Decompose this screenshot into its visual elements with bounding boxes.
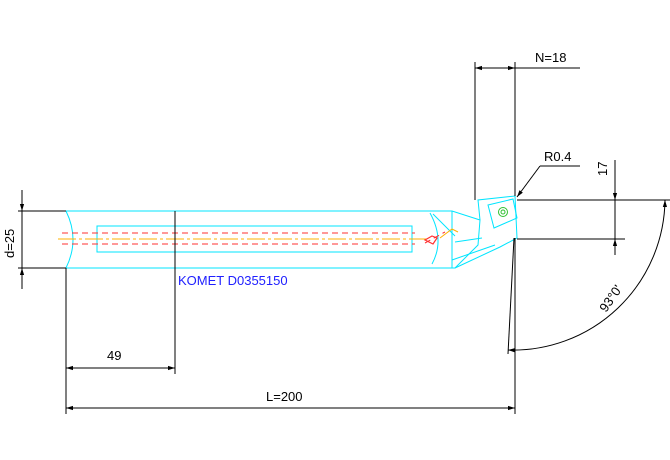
insert-screw — [498, 207, 508, 217]
dim-length-text: L=200 — [266, 389, 303, 404]
dim-angle-flank — [507, 237, 515, 355]
centerlines — [62, 231, 446, 245]
coolant-jet — [439, 228, 459, 239]
cutting-insert — [487, 198, 518, 229]
dim-49-text: 49 — [107, 348, 121, 363]
dim-radius-text: R0.4 — [544, 149, 571, 164]
head-contour — [454, 195, 518, 269]
dimension-lines — [18, 62, 670, 414]
head-chamfer — [429, 212, 439, 265]
dim-diameter-text: d=25 — [2, 229, 17, 258]
dim-angle-text: 93°0' — [596, 282, 625, 315]
head-detail-lower — [451, 244, 496, 261]
dim-radius-leader — [516, 165, 541, 198]
shank-outline — [66, 210, 481, 269]
coolant-nozzle — [423, 235, 438, 245]
dim-n-text: N=18 — [535, 50, 566, 65]
head-detail-mid — [454, 237, 483, 243]
dim-angle-arc — [507, 199, 668, 353]
dim-17-text: 17 — [595, 162, 610, 176]
tool-label: KOMET D0355150 — [178, 273, 288, 288]
boring-bar-tool — [65, 195, 518, 269]
insert-screw-inner — [500, 209, 506, 215]
head-detail-upper — [432, 213, 456, 237]
